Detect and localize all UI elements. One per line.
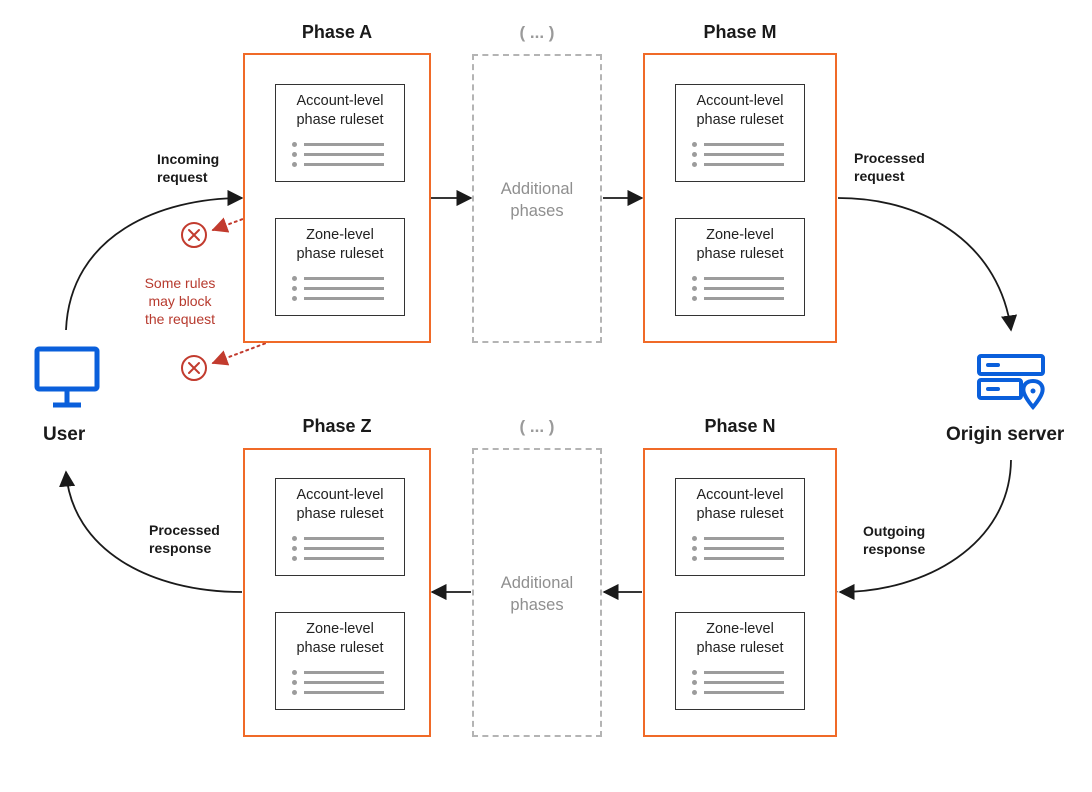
rule-line (692, 151, 784, 157)
phase-n-title: Phase N (704, 416, 776, 436)
arrow-user-to-phase-a (65, 189, 244, 331)
arrow-phase-m-to-origin (837, 197, 1018, 332)
blocked-circle-x-icon (181, 355, 207, 381)
phase-z-title: Phase Z (302, 416, 372, 436)
rule-line (692, 161, 784, 167)
incoming-request-label: Incoming request (157, 151, 220, 185)
arrow-origin-to-phase-n (838, 459, 1012, 601)
block-note: Some rules may block the request (144, 275, 216, 327)
additional-phases-bottom-box (472, 448, 602, 737)
rule-line (292, 275, 384, 281)
rule-line (692, 545, 784, 551)
rule-line (692, 275, 784, 281)
rule-line (292, 151, 384, 157)
rule-line (692, 689, 784, 695)
rule-line (692, 285, 784, 291)
rule-line (692, 679, 784, 685)
processed-response-label: Processed response (149, 522, 220, 556)
blocked-circle-x-icon (181, 222, 207, 248)
rule-line (692, 295, 784, 301)
arrow-phase-z-to-user (59, 470, 243, 593)
rule-line (292, 679, 384, 685)
rule-line (292, 545, 384, 551)
rule-line (292, 295, 384, 301)
rule-line (292, 555, 384, 561)
rule-line (292, 141, 384, 147)
rule-line (692, 555, 784, 561)
rule-line (292, 669, 384, 675)
phase-a-title: Phase A (301, 22, 373, 42)
origin-server-label: Origin server (946, 424, 1065, 445)
monitor-icon (34, 346, 100, 408)
phase-m-title: Phase M (703, 22, 777, 42)
rule-line (692, 669, 784, 675)
rule-line (292, 161, 384, 167)
rule-line (292, 689, 384, 695)
outgoing-response-label: Outgoing response (863, 523, 926, 557)
rule-line (292, 535, 384, 541)
rule-line (292, 285, 384, 291)
additional-phases-top-box (472, 54, 602, 343)
user-label: User (43, 424, 86, 445)
additional-bottom-ellipsis: ( ... ) (519, 417, 555, 436)
server-location-icon (977, 354, 1045, 411)
rule-line (692, 535, 784, 541)
processed-request-label: Processed request (854, 150, 925, 184)
additional-top-ellipsis: ( ... ) (519, 23, 555, 42)
rule-line (692, 141, 784, 147)
